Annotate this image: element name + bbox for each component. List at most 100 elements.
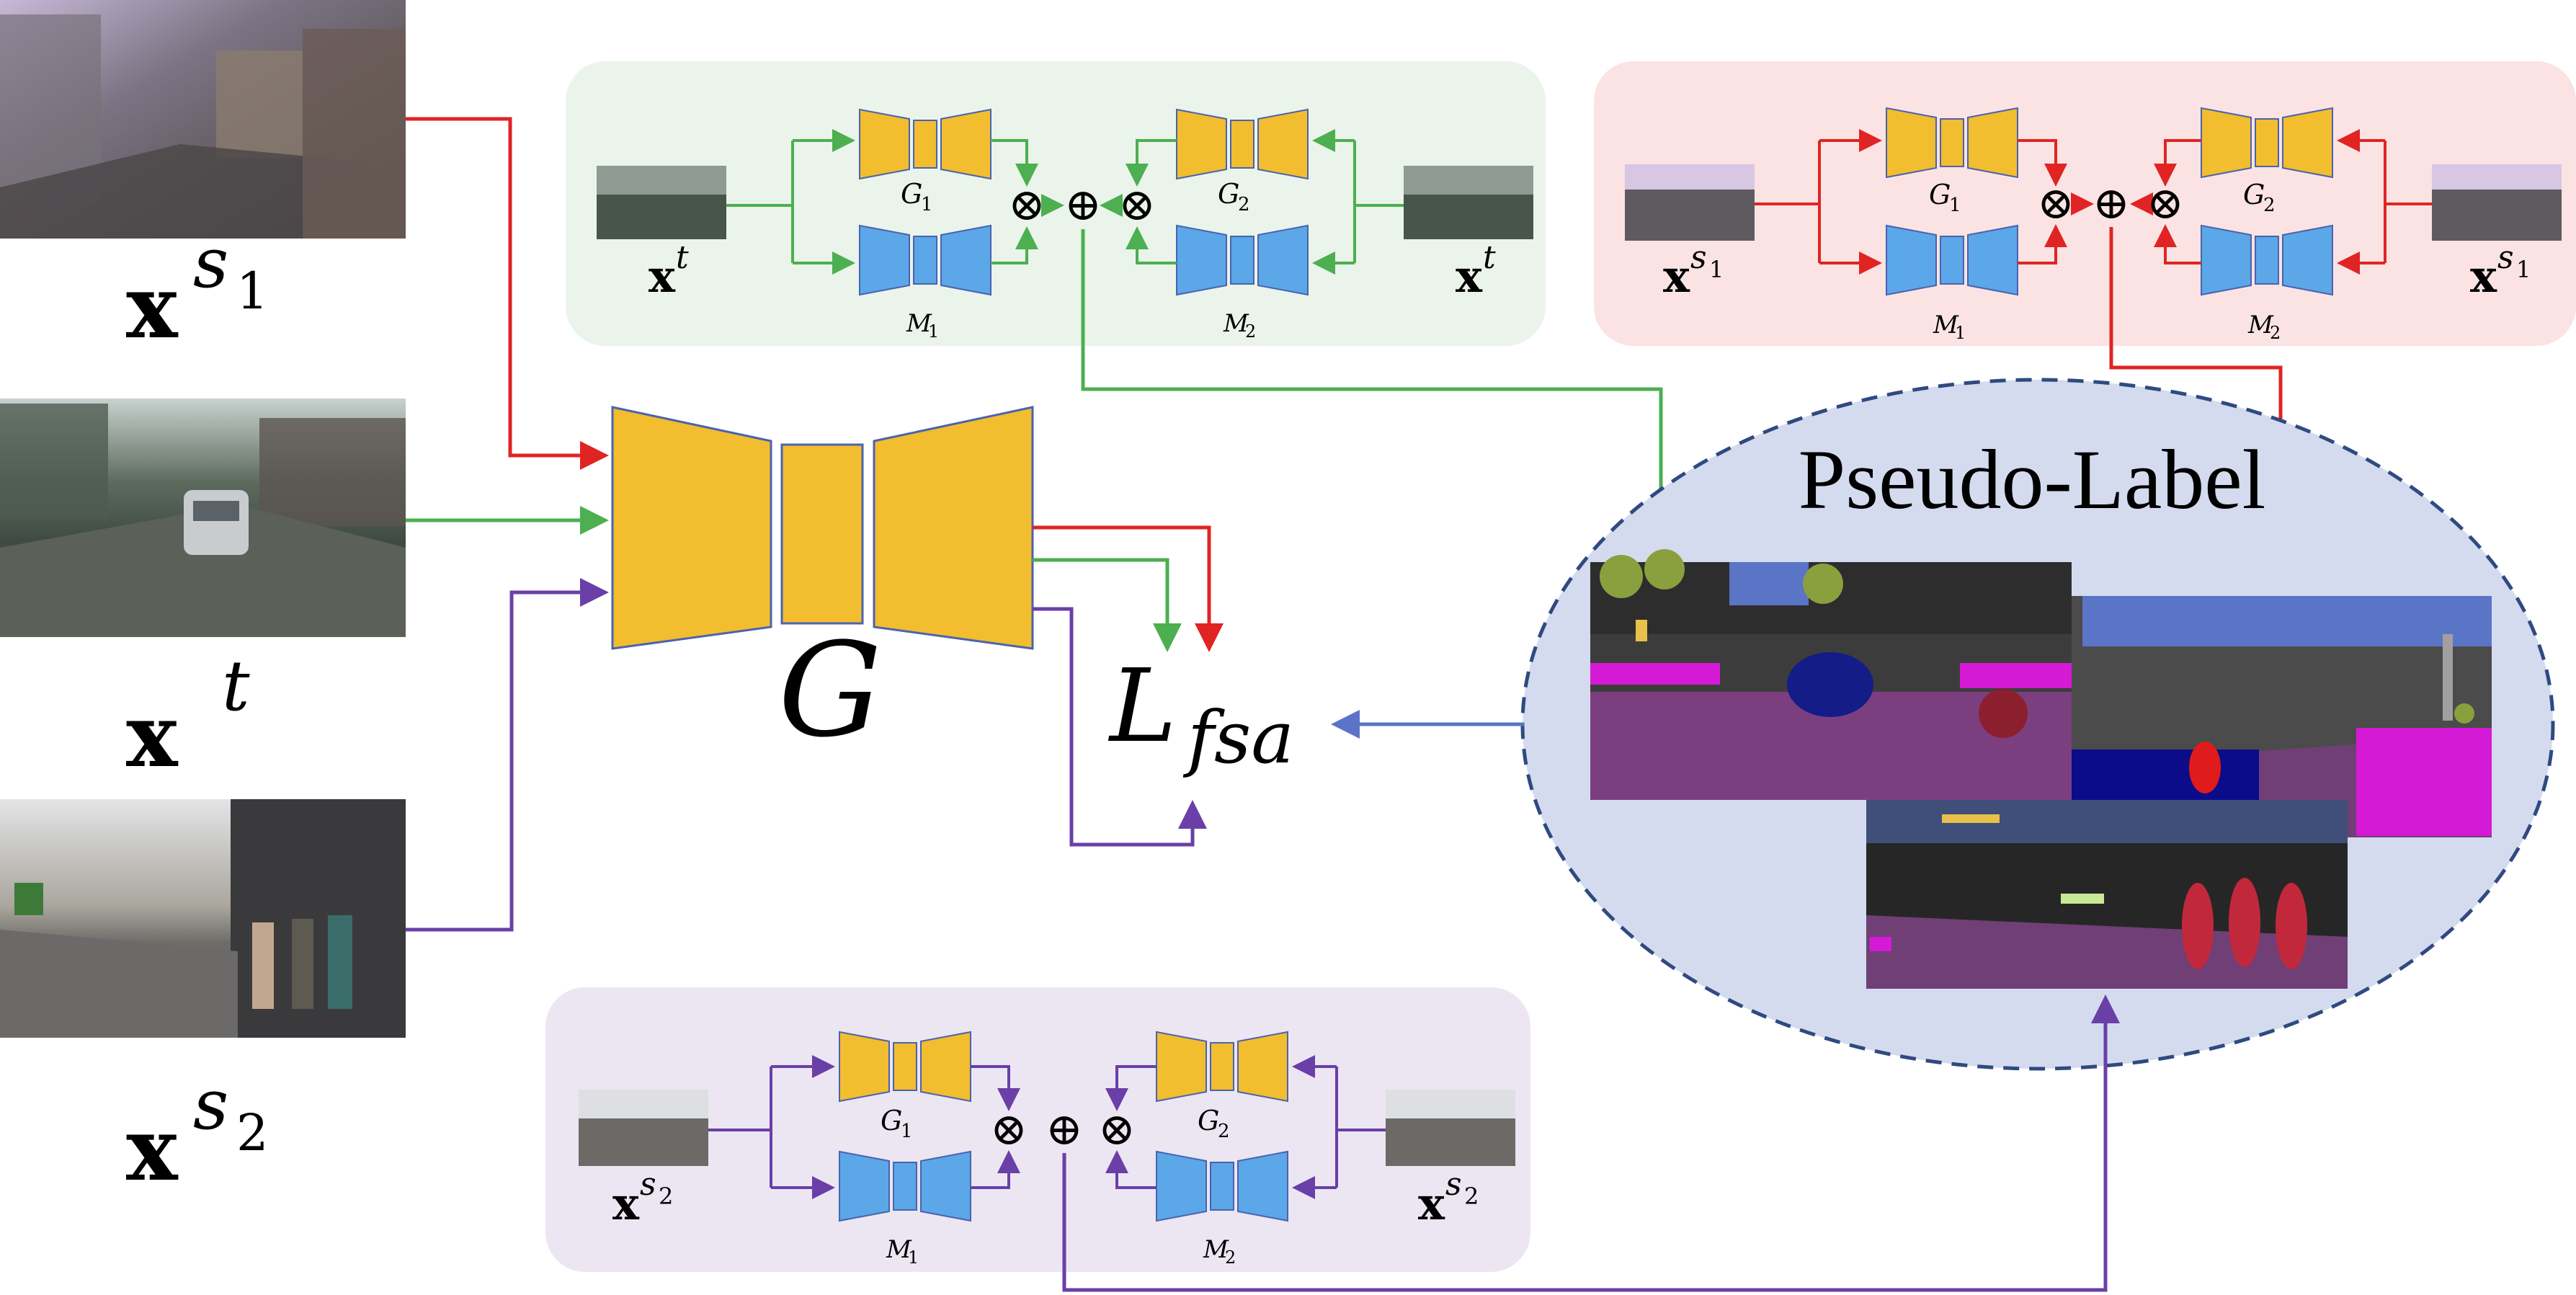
generator-network: G	[611, 406, 1034, 766]
arrow-source1-to-generator	[406, 117, 609, 470]
svg-text:2: 2	[1464, 1183, 1479, 1210]
svg-text:M: M	[1203, 1235, 1229, 1264]
svg-text:M: M	[2247, 311, 2274, 339]
arrow-generator-to-loss-green	[1033, 558, 1182, 652]
pseudo-label-region: Pseudo-Label	[1520, 378, 2555, 1071]
loss-fsa: L fsa	[1107, 648, 1294, 780]
svg-text:M: M	[1223, 309, 1249, 338]
svg-text:2: 2	[659, 1183, 673, 1210]
source1-label-sub: 1	[236, 262, 269, 321]
svg-text:G: G	[1198, 1105, 1219, 1136]
panel-target-g2-label: G 2	[1218, 178, 1250, 215]
source2-label-x: x	[126, 1099, 179, 1201]
svg-text:x: x	[612, 1178, 640, 1230]
panel-source1-m2-label: M 2	[2247, 311, 2281, 343]
panel-source1-m1-label: M 1	[1933, 311, 1966, 343]
panel-source2-right-input-label: x s 2	[1418, 1166, 1479, 1230]
svg-text:2: 2	[1238, 194, 1250, 215]
panel-target: ⊗ ⊕ ⊗ G 1 M 1 G 2 M 2 x t x t	[566, 61, 1546, 346]
generator-decoder	[873, 406, 1034, 650]
loss-subscript: fsa	[1182, 695, 1294, 780]
loss-label: L	[1107, 648, 1177, 765]
svg-text:G: G	[901, 178, 922, 210]
svg-text:1: 1	[901, 1121, 913, 1142]
svg-text:2: 2	[2270, 323, 2281, 343]
panel-target-multiply-right: ⊗	[1118, 178, 1156, 231]
svg-text:M: M	[906, 309, 932, 338]
svg-text:s: s	[1445, 1166, 1462, 1203]
svg-text:s: s	[640, 1166, 656, 1203]
svg-text:G: G	[2243, 179, 2265, 210]
input-image-source1	[0, 0, 406, 239]
target-label-x: x	[126, 685, 179, 787]
pseudo-label-title: Pseudo-Label	[1799, 432, 2266, 527]
source2-label-sub: 2	[236, 1103, 269, 1162]
arrow-generator-to-loss-purple	[1033, 607, 1207, 847]
panel-source2-g2-label: G 2	[1198, 1105, 1230, 1142]
svg-text:2: 2	[1225, 1247, 1236, 1268]
arrow-generator-to-loss-red	[1033, 525, 1224, 652]
panel-target-g1-label: G 1	[901, 178, 933, 215]
segmentation-map-target	[1590, 549, 2072, 800]
svg-text:M: M	[1933, 311, 1959, 339]
svg-text:1: 1	[921, 194, 933, 215]
svg-text:G: G	[1929, 179, 1951, 210]
input-image-target	[0, 399, 406, 637]
svg-text:1: 1	[928, 321, 939, 342]
panel-source1-g2-label: G 2	[2243, 179, 2276, 216]
panel-target-right-input-label: x t	[1456, 239, 1496, 303]
panel-source1-left-input-label: x s 1	[1663, 239, 1724, 303]
panel-source2-add: ⊕	[1046, 1103, 1083, 1155]
panel-source2-g1-label: G 1	[881, 1105, 913, 1142]
svg-text:x: x	[2470, 250, 2497, 303]
generator-bottleneck	[780, 443, 864, 625]
input-label-source1: x s 1	[126, 223, 269, 358]
svg-text:G: G	[1218, 178, 1239, 210]
svg-text:G: G	[881, 1105, 902, 1136]
svg-text:2: 2	[1245, 321, 1256, 342]
arrow-target-panel-to-pseudo	[1081, 229, 1675, 559]
svg-text:2: 2	[1218, 1121, 1230, 1142]
svg-text:1: 1	[2516, 256, 2531, 283]
svg-text:s: s	[2497, 239, 2514, 276]
svg-text:t: t	[1483, 239, 1496, 276]
panel-source2-multiply-left: ⊗	[990, 1103, 1028, 1155]
panel-target-m2-label: M 2	[1223, 309, 1256, 342]
source2-label-sup: s	[193, 1064, 228, 1145]
generator-encoder	[611, 406, 772, 650]
panel-target-add: ⊕	[1064, 178, 1102, 231]
panel-source1-g1-label: G 1	[1929, 179, 1961, 216]
panel-target-m1-label: M 1	[906, 309, 939, 342]
panel-source1-multiply-right: ⊗	[2147, 177, 2184, 229]
panel-source1-multiply-left: ⊗	[2037, 177, 2074, 229]
svg-text:s: s	[1690, 239, 1707, 276]
svg-text:t: t	[676, 239, 689, 276]
source1-label-sup: s	[193, 223, 228, 303]
svg-text:1: 1	[1949, 195, 1961, 216]
segmentation-map-source2	[1866, 800, 2348, 989]
target-label-sup: t	[222, 646, 250, 726]
input-label-source2: x s 2	[126, 1064, 269, 1201]
arrow-source2-to-generator	[406, 578, 609, 932]
panel-target-multiply-left: ⊗	[1008, 178, 1046, 231]
panel-source2-left-input-label: x s 2	[612, 1166, 673, 1230]
panel-source2-m2-label: M 2	[1203, 1235, 1236, 1268]
svg-text:x: x	[1456, 250, 1483, 303]
svg-text:x: x	[1663, 250, 1690, 303]
panel-source1-right-input-label: x s 1	[2470, 239, 2531, 303]
generator-label: G	[778, 615, 882, 766]
svg-text:1: 1	[908, 1247, 919, 1268]
svg-text:x: x	[1418, 1178, 1445, 1230]
panel-source2-multiply-right: ⊗	[1098, 1103, 1136, 1155]
panel-target-g1-enc	[859, 108, 910, 180]
svg-text:M: M	[886, 1235, 912, 1264]
svg-text:2: 2	[2263, 195, 2276, 216]
svg-text:x: x	[649, 250, 676, 303]
panel-target-m2-enc	[1176, 224, 1227, 296]
panel-target-g2-enc	[1176, 108, 1227, 180]
panel-source2-m1-label: M 1	[886, 1235, 919, 1268]
panel-source1: ⊗ ⊕ ⊗ G 1 M 1 G 2 M 2 x s 1 x s 1	[1594, 61, 2576, 346]
panel-target-left-input-label: x t	[649, 239, 689, 303]
panel-target-m1-enc	[859, 224, 910, 296]
